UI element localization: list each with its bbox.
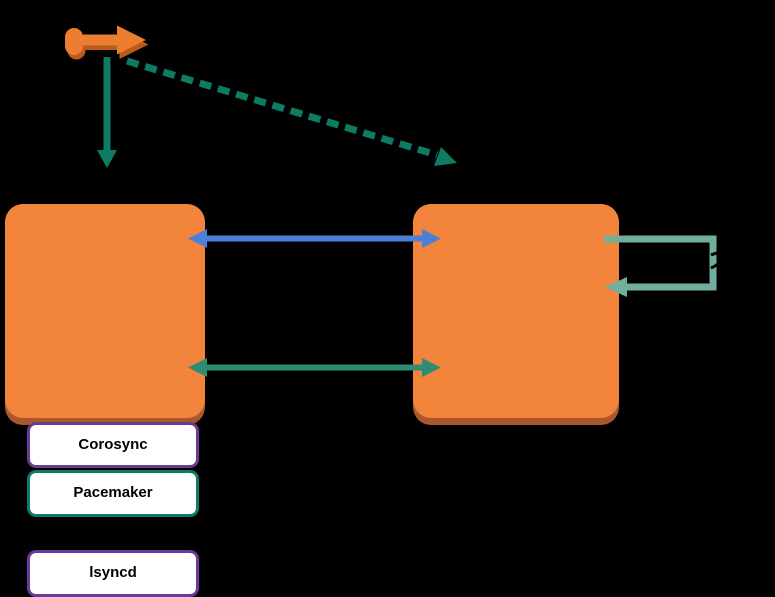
loop-annotation-mark — [710, 251, 724, 270]
left-server-box: Corosync Pacemaker lsyncd — [5, 204, 205, 597]
right-server-box: Corosync Pacemaker リソース制御 ElasticIP付替 ls… — [413, 204, 619, 418]
down-arrow — [97, 57, 117, 168]
pacemaker-feedback-loop — [604, 235, 717, 297]
failover-dashed-arrow — [125, 57, 457, 166]
lsyncd-sync-arrow — [188, 358, 441, 377]
left-corosync-label: Corosync — [78, 435, 148, 453]
left-pacemaker-box: Pacemaker — [27, 470, 199, 517]
left-lsyncd-label: lsyncd — [89, 564, 137, 582]
pointer-arrow-icon — [65, 25, 149, 60]
left-pacemaker-label: Pacemaker — [73, 484, 153, 502]
diagram-canvas: Corosync Pacemaker lsyncd Corosync Pacem… — [5, 25, 724, 597]
left-lsyncd-box: lsyncd — [27, 550, 199, 597]
corosync-heartbeat-arrow — [188, 229, 441, 248]
